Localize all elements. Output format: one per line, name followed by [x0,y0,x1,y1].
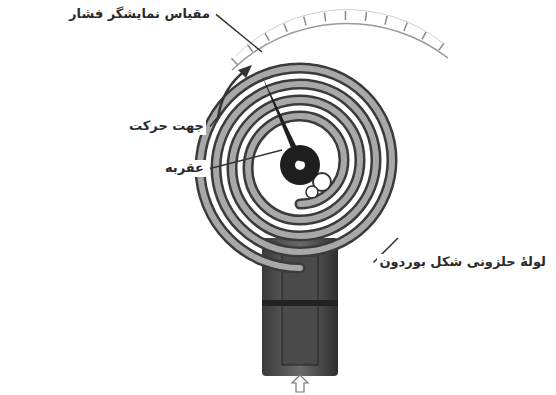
pressure-inlet-arrow [292,375,308,392]
motion-arrow [218,70,246,118]
pointer-needle [262,76,304,162]
leader-line [216,14,262,52]
scale-arc-inner [236,10,444,56]
bourdon-tube [200,68,392,268]
scale-ticks [234,16,446,62]
pointer-label: عقربه [163,160,206,177]
direction-label: جهت حرکت [127,118,206,135]
leader-line [210,112,222,126]
scale-label: مقیاس نمایشگر فشار [67,6,212,23]
linkage-pin [306,186,318,198]
leader-line [210,150,282,168]
tube-label: لولهٔ حلزونی شکل بوردون [377,254,548,271]
scale-arc [232,23,448,70]
socket-ring [262,300,338,306]
pointer-hub [280,145,320,185]
motion-arrowhead [238,65,252,78]
